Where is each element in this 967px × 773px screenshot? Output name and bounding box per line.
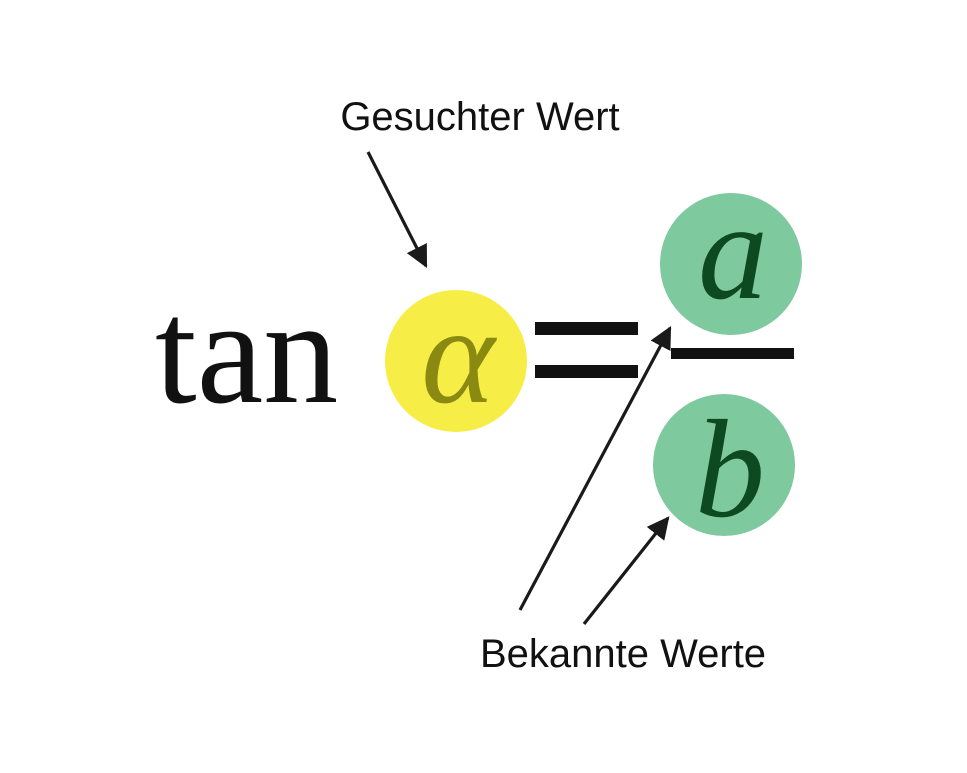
numerator-highlight-circle (660, 193, 802, 335)
arrow-to-numerator (518, 326, 672, 611)
denominator-highlight-circle (653, 394, 795, 536)
arrow-to-angle (366, 151, 428, 268)
arrow-to-denominator (582, 516, 670, 625)
function-tan: tan (155, 269, 338, 435)
equals-bar-bottom (535, 365, 638, 378)
label-sought-value: Gesuchter Wert (340, 95, 619, 139)
fraction-bar (671, 348, 794, 359)
label-known-values: Bekannte Werte (480, 632, 766, 676)
denominator-b: b (695, 392, 765, 547)
angle-highlight-circle (385, 290, 527, 432)
equals-bar-top (535, 322, 638, 335)
numerator-a: a (698, 174, 768, 329)
angle-alpha: α (421, 278, 497, 433)
